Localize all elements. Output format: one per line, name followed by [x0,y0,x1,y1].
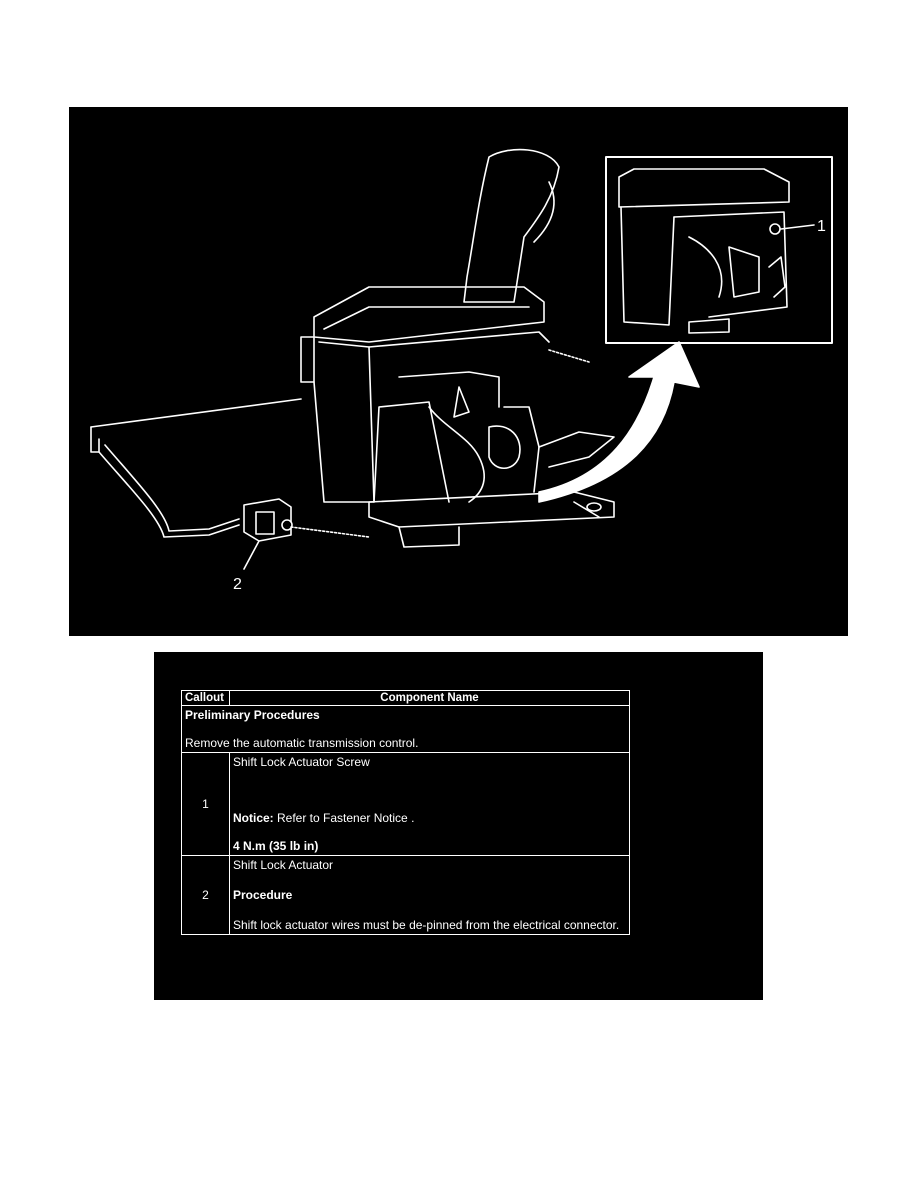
callout-number: 2 [181,855,230,935]
preliminary-procedures-row: Preliminary Procedures Remove the automa… [181,705,630,753]
callout-number: 1 [181,752,230,856]
shifter-diagram: 1 2 [90,148,833,593]
table-row: 1 Shift Lock Actuator Screw Notice: Refe… [181,752,630,856]
torque-spec: 4 N.m (35 lb in) [233,839,319,853]
preliminary-procedures-cell: Preliminary Procedures Remove the automa… [181,705,630,753]
callout-table: Callout Component Name Preliminary Proce… [181,690,630,935]
table-header-row: Callout Component Name [181,690,630,706]
component-cell: Shift Lock Actuator Procedure Shift lock… [229,855,630,935]
shift-lock-actuator-illustration: 1 2 [69,107,848,636]
preliminary-procedures-title: Preliminary Procedures [185,708,320,722]
procedure-text: Shift lock actuator wires must be de-pin… [233,918,620,932]
component-cell: Shift Lock Actuator Screw Notice: Refer … [229,752,630,856]
table-row: 2 Shift Lock Actuator Procedure Shift lo… [181,855,630,935]
component-name: Shift Lock Actuator Screw [233,755,370,769]
component-name: Shift Lock Actuator [233,858,334,872]
procedure-label: Procedure [233,888,293,902]
component-name-column-header: Component Name [229,690,630,706]
preliminary-procedures-text: Remove the automatic transmission contro… [185,736,419,750]
callout-label-2: 2 [233,576,242,593]
notice-text: Refer to Fastener Notice . [273,811,415,825]
notice-label: Notice: [233,811,274,825]
callout-table-panel: Callout Component Name Preliminary Proce… [154,652,763,1000]
callout-column-header: Callout [181,690,230,706]
callout-label-1: 1 [817,218,826,235]
notice-line: Notice: Refer to Fastener Notice . [233,811,626,825]
